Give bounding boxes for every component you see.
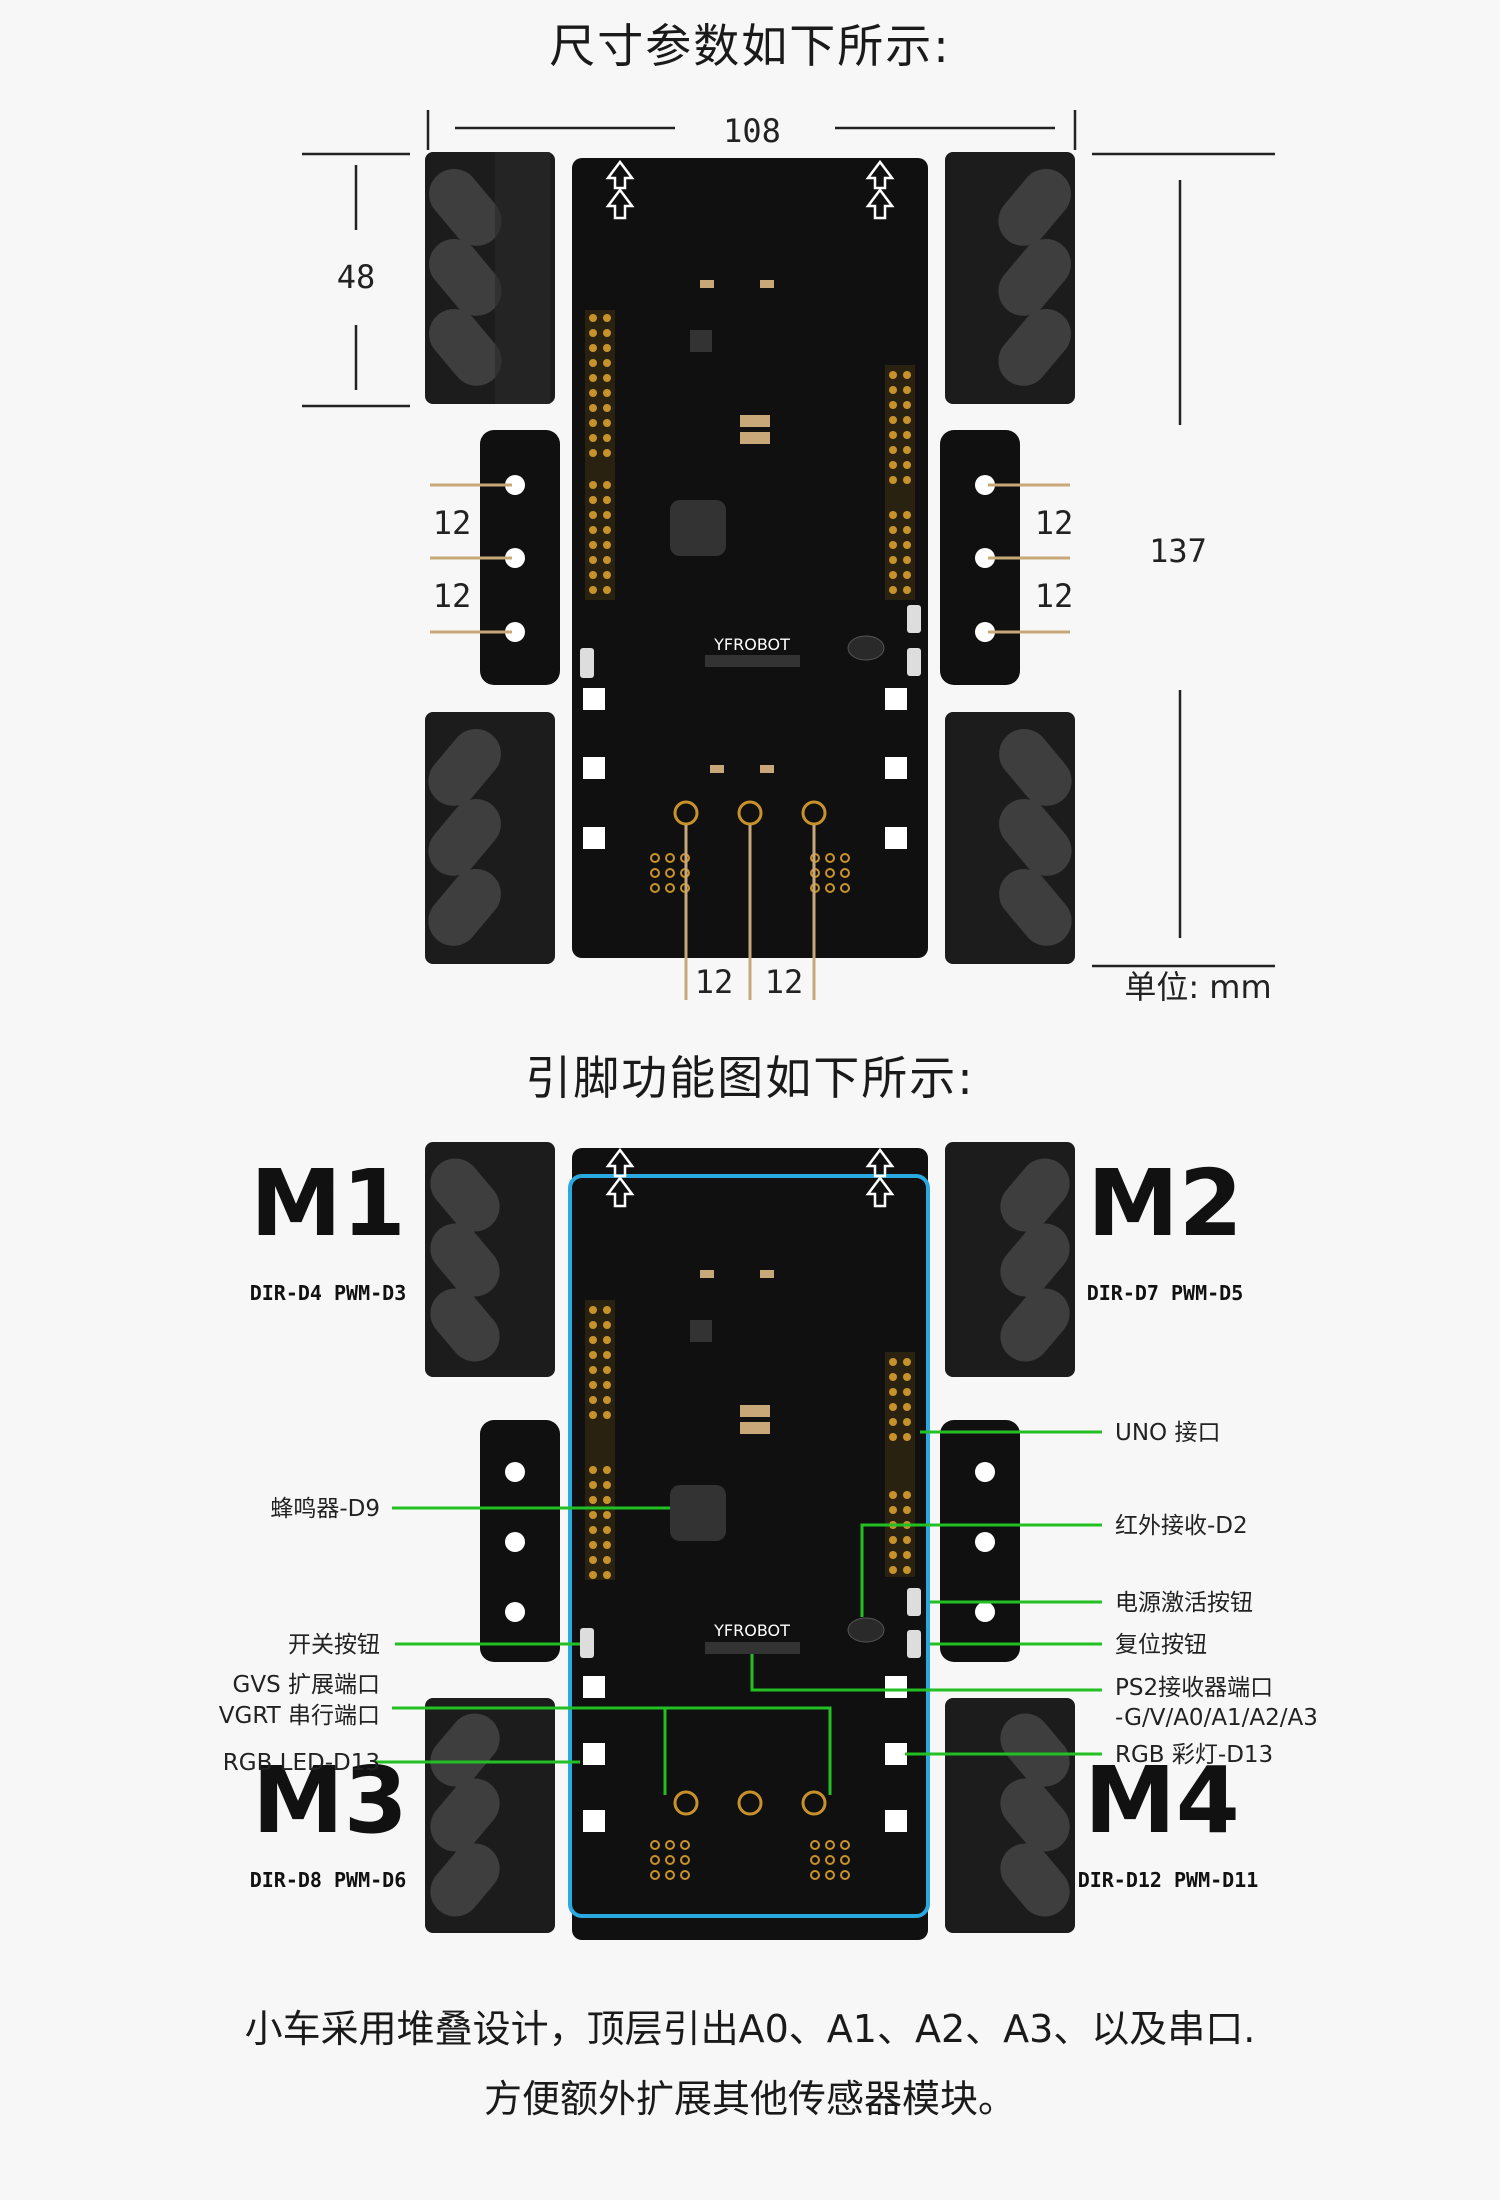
motor-m2-pins: DIR-D7 PWM-D5 bbox=[1087, 1281, 1244, 1305]
pin-header-right bbox=[885, 1352, 915, 1577]
label-ps2-pins: -G/V/A0/A1/A2/A3 bbox=[1115, 1705, 1318, 1731]
wheel-rear-right bbox=[945, 712, 1075, 964]
dim-bottom-spacing-2: 12 bbox=[765, 963, 804, 1001]
section1-title: 尺寸参数如下所示: bbox=[549, 19, 951, 73]
power-switch bbox=[580, 648, 594, 678]
motor-m4-pins: DIR-D12 PWM-D11 bbox=[1078, 1868, 1259, 1892]
dim-left-spacing-1: 12 bbox=[433, 504, 472, 542]
dim-right-spacing-2: 12 bbox=[1035, 577, 1074, 615]
ps2-port bbox=[705, 655, 800, 667]
pin-header-left bbox=[585, 1300, 615, 1580]
buzzer bbox=[670, 500, 726, 556]
label-vgrt: VGRT 串行端口 bbox=[219, 1703, 380, 1729]
brand-label: YFROBOT bbox=[713, 1621, 790, 1640]
brand-label: YFROBOT bbox=[713, 635, 790, 654]
label-buzzer: 蜂鸣器-D9 bbox=[270, 1496, 380, 1522]
wheel-m2 bbox=[945, 1142, 1075, 1377]
label-reset: 复位按钮 bbox=[1115, 1632, 1207, 1658]
arrow-up-icon bbox=[605, 159, 635, 220]
wheel-m4 bbox=[945, 1698, 1075, 1933]
uno-outline bbox=[568, 1174, 930, 1918]
motor-m3-pins: DIR-D8 PWM-D6 bbox=[250, 1868, 407, 1892]
motor-m1-label: M1 bbox=[250, 1150, 406, 1257]
dim-total-length: 137 bbox=[1149, 532, 1207, 570]
wheel-m3 bbox=[425, 1698, 555, 1933]
dimension-diagram: YFROBOT 108 48 137 12 12 12 12 12 12 单位:… bbox=[302, 110, 1275, 1006]
wheel-m1 bbox=[425, 1142, 555, 1377]
label-power: 电源激活按钮 bbox=[1115, 1590, 1253, 1616]
motor-m1-pins: DIR-D4 PWM-D3 bbox=[250, 1281, 407, 1305]
caption-line-2: 方便额外扩展其他传感器模块。 bbox=[483, 2077, 1016, 2121]
caption-line-1: 小车采用堆叠设计，顶层引出A0、A1、A2、A3、以及串口. bbox=[244, 2007, 1256, 2051]
pcb-board bbox=[572, 158, 928, 958]
pin-header-right bbox=[885, 365, 915, 600]
pinout-diagram: YFROBOT M1 DIR-D4 PWM-D3 M2 DIR-D7 PWM-D… bbox=[219, 1142, 1318, 1940]
dim-width: 108 bbox=[723, 112, 781, 150]
label-gvs: GVS 扩展端口 bbox=[233, 1672, 380, 1698]
pin-header-left bbox=[585, 310, 615, 600]
section2-title: 引脚功能图如下所示: bbox=[525, 1051, 975, 1105]
pcb-board-top bbox=[572, 1148, 928, 1940]
arrow-up-icon bbox=[605, 1147, 635, 1208]
dimension-lines bbox=[302, 110, 1275, 968]
dim-wheel-height: 48 bbox=[337, 258, 376, 296]
hole-spacing-lines bbox=[430, 483, 1070, 1000]
unit-label: 单位: mm bbox=[1124, 968, 1271, 1006]
label-rgb-led: RGB LED-D13 bbox=[223, 1750, 380, 1776]
arrow-up-icon bbox=[865, 159, 895, 220]
motor-m2-label: M2 bbox=[1087, 1150, 1243, 1257]
callout-lines bbox=[375, 1430, 1102, 1795]
label-switch: 开关按钮 bbox=[288, 1632, 380, 1658]
wheel-front-right bbox=[945, 152, 1075, 404]
wheel-rear-left bbox=[425, 712, 555, 964]
dim-left-spacing-2: 12 bbox=[433, 577, 472, 615]
label-ps2: PS2接收器端口 bbox=[1115, 1675, 1273, 1701]
wheel-front-left bbox=[425, 152, 555, 404]
dim-bottom-spacing-1: 12 bbox=[695, 963, 734, 1001]
label-ir: 红外接收-D2 bbox=[1115, 1513, 1248, 1539]
dim-right-spacing-1: 12 bbox=[1035, 504, 1074, 542]
label-uno: UNO 接口 bbox=[1115, 1420, 1220, 1446]
label-rgb-light: RGB 彩灯-D13 bbox=[1115, 1742, 1273, 1768]
motor-m3-label: M3 bbox=[252, 1747, 408, 1854]
motor-m4-label: M4 bbox=[1084, 1747, 1240, 1854]
arrow-up-icon bbox=[865, 1147, 895, 1208]
